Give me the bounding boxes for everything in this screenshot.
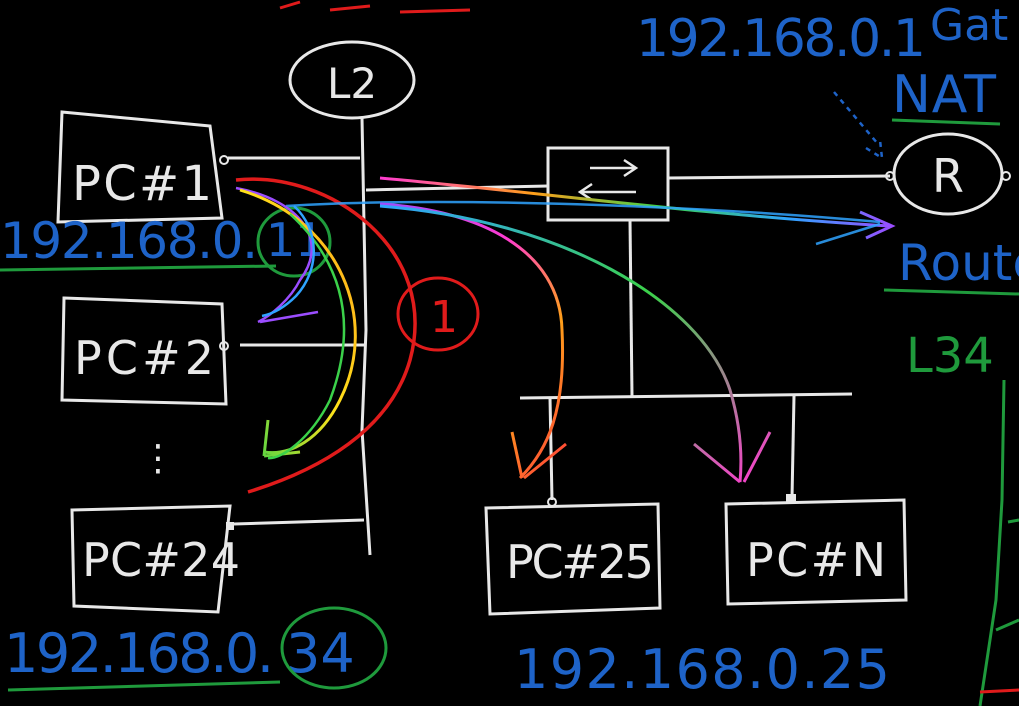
ip-pc24-suffix-circle bbox=[280, 606, 388, 690]
ip-pc1-text: 192.168.0. bbox=[0, 212, 258, 270]
pc2-label: PC#2 bbox=[74, 331, 214, 385]
nat-text: NAT bbox=[892, 65, 996, 125]
switch-to-switch-link bbox=[365, 184, 549, 192]
red-scribble-top bbox=[279, 0, 471, 14]
router-word-text: Route bbox=[898, 234, 1019, 292]
ip-pc24-underline bbox=[7, 680, 281, 692]
pc25-node: PC#25 bbox=[484, 497, 662, 616]
pc1-node: PC#1 bbox=[56, 110, 360, 224]
ip-pc1-suffix: 11 bbox=[266, 213, 325, 267]
flow-blue-loop bbox=[261, 205, 315, 318]
ip-pc1-underline bbox=[0, 264, 277, 272]
marker-one-circle bbox=[396, 276, 480, 352]
pcn-box bbox=[724, 498, 908, 606]
pcn-node: PC#N bbox=[724, 494, 908, 606]
ip-pc24-text: 192.168.0. bbox=[4, 622, 274, 685]
ip-pc1-suffix-circle bbox=[256, 206, 332, 278]
gateway-word-text: Gat bbox=[930, 0, 1008, 51]
l3-partial-text: L34 bbox=[906, 328, 994, 384]
green-bracket-2 bbox=[995, 518, 1019, 632]
switch-arrow-right bbox=[590, 158, 639, 178]
switch-box bbox=[546, 146, 670, 222]
flow-pc1-to-pcn bbox=[379, 204, 772, 484]
pc2-box bbox=[60, 296, 228, 406]
pc25-label: PC#25 bbox=[506, 535, 654, 589]
ip-pc24-suffix: 34 bbox=[286, 622, 355, 685]
nat-dashed-arrow bbox=[833, 91, 884, 161]
switch-label: L2 bbox=[327, 59, 377, 108]
l2-switch: L2 bbox=[288, 40, 416, 556]
marker-one-text: 1 bbox=[430, 292, 458, 343]
switch-arrow-left bbox=[577, 182, 636, 202]
router-label: R bbox=[932, 149, 964, 203]
flow-pc1-to-pc25 bbox=[379, 202, 567, 480]
switch-bus-line bbox=[360, 117, 372, 556]
second-switch bbox=[519, 146, 891, 501]
ellipsis: ⋮ bbox=[140, 438, 176, 479]
gateway-ip-text: 192.168.0.1 bbox=[636, 9, 926, 69]
pcn-label: PC#N bbox=[746, 533, 886, 587]
ip-pc25-text: 192.168.0.25 bbox=[514, 638, 890, 701]
router-underline bbox=[883, 288, 1019, 296]
switch-icon bbox=[288, 40, 416, 120]
pc1-label: PC#1 bbox=[72, 156, 212, 212]
green-bracket bbox=[978, 379, 1006, 706]
pc24-link bbox=[233, 518, 365, 526]
pc24-label: PC#24 bbox=[82, 533, 240, 587]
flow-pc1-to-router-2 bbox=[285, 200, 881, 246]
router-node: R bbox=[885, 132, 1011, 216]
pc2-node: PC#2 bbox=[60, 296, 366, 406]
red-corner-mark bbox=[979, 688, 1019, 694]
flow-green-loop bbox=[267, 213, 346, 460]
pc1-box bbox=[56, 110, 224, 224]
flow-pc1-to-router bbox=[379, 176, 896, 240]
pc25-box bbox=[484, 502, 662, 616]
red-path bbox=[235, 177, 417, 494]
pc24-box bbox=[70, 504, 232, 614]
pc24-node: PC#24 bbox=[70, 504, 365, 614]
nat-underline bbox=[891, 118, 1001, 126]
